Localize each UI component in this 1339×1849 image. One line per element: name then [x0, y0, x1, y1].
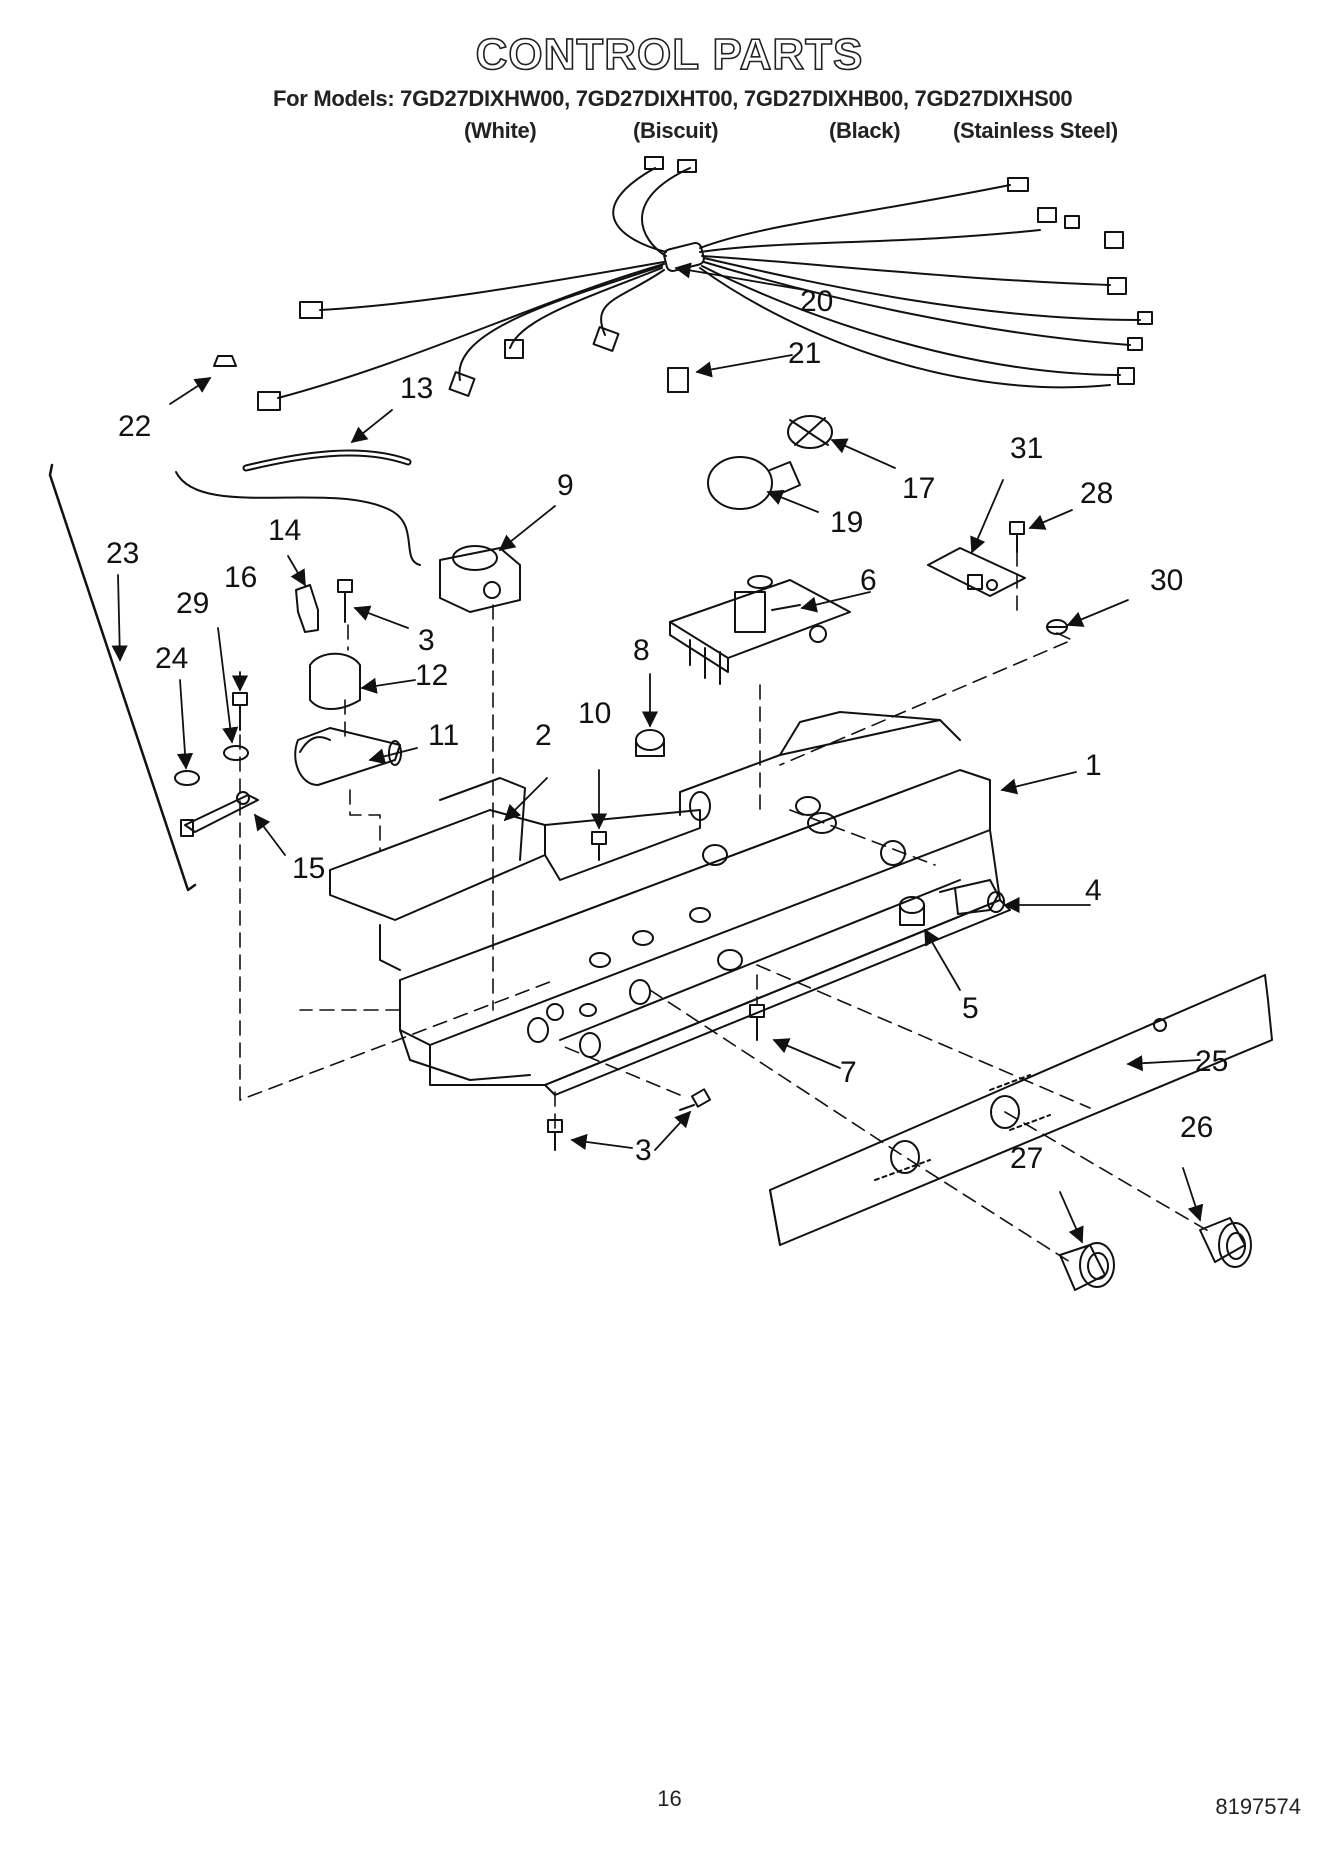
callout-1: 1 — [1085, 749, 1102, 782]
thermostat-9 — [439, 545, 521, 613]
clip-14 — [295, 584, 319, 633]
variant-stainless-steel: (Stainless Steel) — [953, 118, 1118, 143]
callout-26: 26 — [1180, 1111, 1213, 1144]
callout-3-lower: 3 — [635, 1134, 652, 1167]
callout-30: 30 — [1150, 564, 1183, 597]
callout-16: 16 — [224, 561, 257, 594]
models-line: For Models: 7GD27DIXHW00, 7GD27DIXHT00, … — [273, 86, 1073, 111]
screw-28 — [1009, 521, 1025, 553]
screw-10 — [591, 831, 607, 861]
callout-24: 24 — [155, 642, 188, 675]
callout-28: 28 — [1080, 477, 1113, 510]
callout-11: 11 — [428, 719, 459, 752]
variant-black: (Black) — [829, 118, 901, 143]
callout-leaders — [111, 262, 1204, 1244]
washer-24 — [174, 770, 200, 786]
callout-20: 20 — [800, 285, 833, 318]
bracket-2 — [329, 777, 701, 971]
callout-7: 7 — [840, 1056, 857, 1089]
document-number: 8197574 — [1215, 1794, 1301, 1819]
callout-17: 17 — [902, 472, 935, 505]
callout-31: 31 — [1010, 432, 1043, 465]
callout-3-upper: 3 — [418, 624, 435, 657]
page-number: 16 — [657, 1786, 682, 1811]
wire-harness — [257, 156, 1153, 411]
callout-13: 13 — [400, 372, 433, 405]
callout-labels: 1 2 3 3 4 5 6 7 8 9 10 11 12 13 14 15 16… — [106, 285, 1228, 1175]
callout-2: 2 — [535, 719, 552, 752]
clip-22 — [213, 355, 237, 367]
callout-12: 12 — [415, 659, 448, 692]
screw-3-lower-a — [679, 1088, 712, 1111]
knob-27 — [1059, 1242, 1115, 1291]
control-housing-1 — [399, 711, 1011, 1096]
callout-15: 15 — [292, 852, 325, 885]
assembly-guide-lines — [239, 551, 1211, 1263]
clip-30 — [1046, 619, 1068, 635]
variant-white: (White) — [464, 118, 537, 143]
callout-23: 23 — [106, 537, 139, 570]
callout-6: 6 — [860, 564, 877, 597]
callout-5: 5 — [962, 992, 979, 1025]
lever-15 — [180, 791, 259, 837]
rod-23 — [48, 463, 197, 892]
callout-21: 21 — [788, 337, 821, 370]
page-title: CONTROL PARTS — [475, 29, 864, 80]
knob-26 — [1199, 1217, 1252, 1268]
socket-17 — [787, 415, 833, 449]
callout-14: 14 — [268, 514, 301, 547]
callout-25: 25 — [1195, 1045, 1228, 1078]
callout-8: 8 — [633, 634, 650, 667]
callout-10: 10 — [578, 697, 611, 730]
cap-5 — [899, 896, 925, 926]
callout-4: 4 — [1085, 874, 1102, 907]
callout-22: 22 — [118, 410, 151, 443]
variant-biscuit: (Biscuit) — [633, 118, 719, 143]
capillary-tube — [175, 471, 421, 566]
callout-9: 9 — [557, 469, 574, 502]
callout-29: 29 — [176, 587, 209, 620]
board-31 — [927, 547, 1026, 597]
bulb-19 — [707, 456, 801, 510]
bracket-12 — [309, 652, 361, 710]
connector-21 — [667, 367, 689, 393]
screw-16 — [232, 692, 248, 731]
callout-19: 19 — [830, 506, 863, 539]
front-panel-25 — [769, 974, 1273, 1246]
plug-8 — [635, 729, 665, 757]
callout-27: 27 — [1010, 1142, 1043, 1175]
screw-3-upper — [337, 579, 353, 623]
washer-29 — [223, 745, 249, 761]
control-board-6 — [669, 575, 851, 685]
